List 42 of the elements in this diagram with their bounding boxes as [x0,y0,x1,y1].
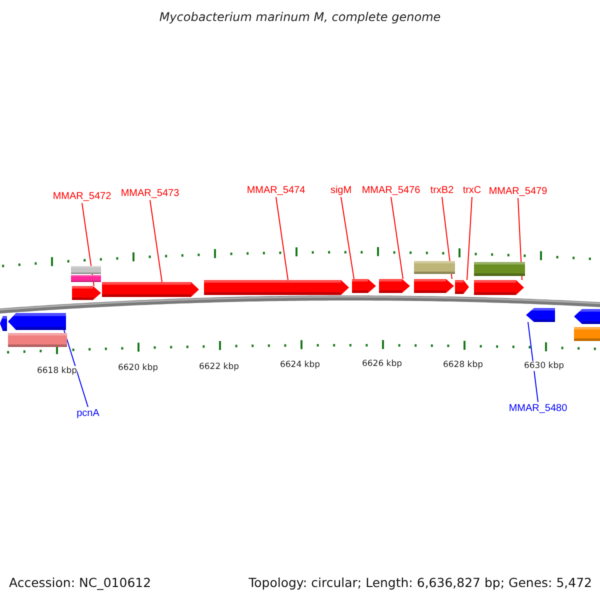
feature-bar [71,266,101,274]
leader-line [466,196,472,280]
scale-label: 6624 kbp [280,360,320,370]
gene-label: pcnA [76,407,100,420]
gene-label: MMAR_5480 [508,402,568,415]
gene-label: MMAR_5476 [362,184,420,197]
gene-feature [455,280,469,294]
leader-line [150,200,162,282]
gene-label: MMAR_5472 [52,190,112,203]
gene-feature [474,280,524,295]
leader-line [390,196,404,280]
feature-bar [574,327,600,341]
chart-title: Mycobacterium marinum M, complete genome [158,10,442,24]
accession-text: Accession: NC_010612 [9,575,152,590]
gene-label: sigM [330,184,352,197]
gene-feature [72,286,101,300]
scale-label: 6618 kbp [36,366,78,376]
scale-label: 6622 kbp [198,362,240,372]
gene-label: trxB2 [430,184,454,197]
genome-info-text: Topology: circular; Length: 6,636,827 bp; Genes: 5,472 [248,575,592,590]
scale-label: 6630 kbp [524,361,564,371]
leader-line [340,196,354,280]
leader-line [276,196,288,280]
leader-line [528,322,538,402]
gene-feature [0,316,7,331]
feature-bar [474,262,525,276]
gene-label: trxC [462,184,482,197]
gene-feature [379,279,410,293]
gene-feature [352,279,376,293]
scale-label: 6620 kbp [118,363,158,373]
feature-bar [8,333,67,347]
gene-feature [204,280,349,295]
feature-bar [414,261,455,274]
gene-label: MMAR_5479 [488,185,548,198]
gene-label: MMAR_5474 [246,184,306,197]
feature-bar [71,275,101,282]
scale-label: 6628 kbp [442,360,484,370]
gene-feature [574,309,600,324]
gene-feature [526,308,555,322]
scale-label: 6626 kbp [362,359,402,369]
gene-label: MMAR_5473 [120,187,180,200]
leader-line [64,330,88,408]
